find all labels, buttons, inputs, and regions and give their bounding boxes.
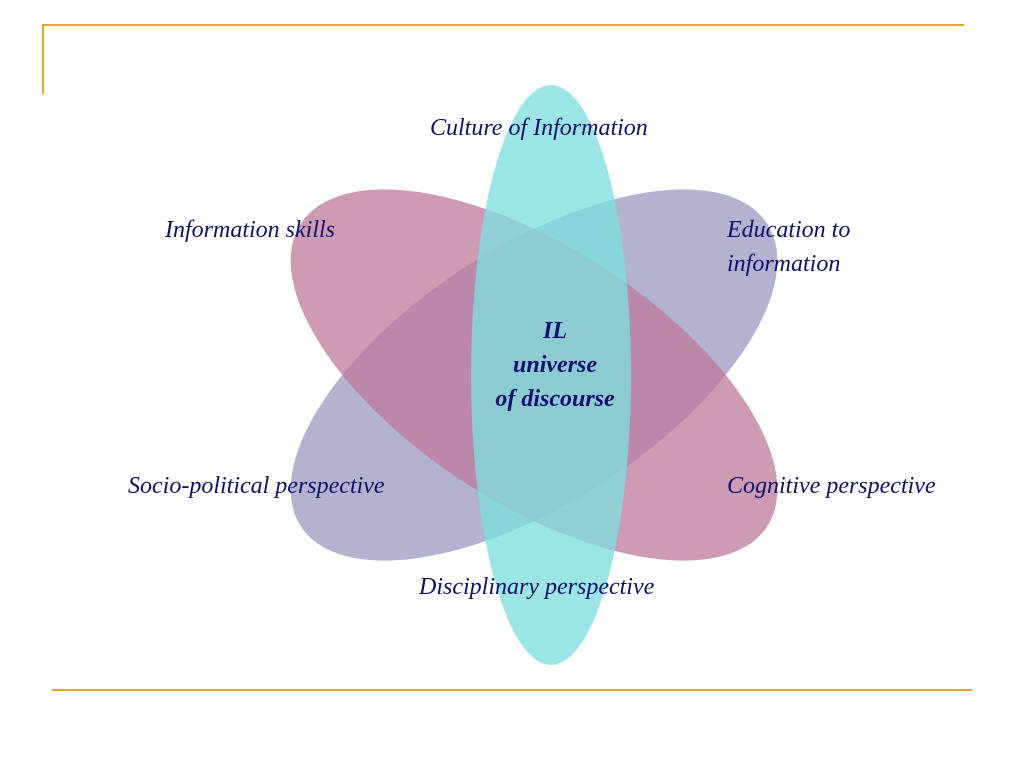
center-label-line-1: IL	[543, 318, 567, 344]
label-disciplinary-perspective: Disciplinary perspective	[419, 574, 655, 600]
label-information-skills: Information skills	[165, 217, 336, 243]
frame-top-line	[42, 24, 964, 26]
center-label-line-2: universe	[513, 352, 597, 378]
frame-bottom-line	[52, 689, 972, 691]
label-education-to-information: Education to information	[727, 213, 850, 281]
frame-left-line	[42, 24, 44, 94]
label-culture-of-information: Culture of Information	[430, 115, 648, 141]
center-label: IL universe of discourse	[460, 314, 650, 416]
center-label-line-3: of discourse	[495, 386, 615, 412]
label-cognitive-perspective: Cognitive perspective	[727, 473, 936, 499]
petal-vertical	[471, 85, 631, 665]
label-education-line-2: information	[727, 251, 841, 277]
label-socio-political-perspective: Socio-political perspective	[128, 473, 385, 499]
label-education-line-1: Education to	[727, 217, 851, 243]
